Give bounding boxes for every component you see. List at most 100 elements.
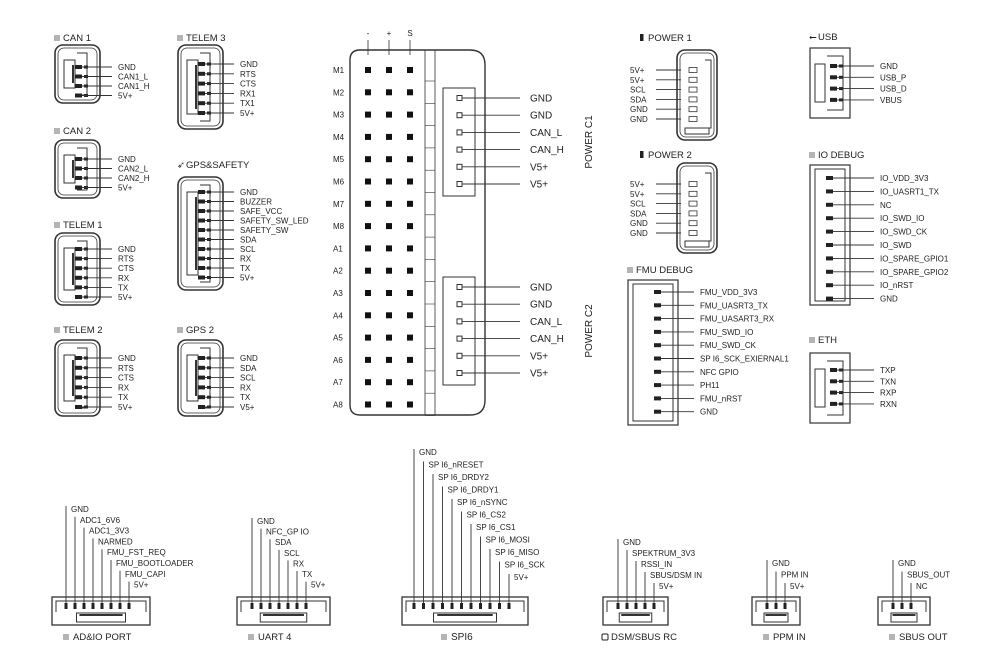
connector-title: TELEM 1 [63,220,103,231]
pin: NFC_GP IO [259,528,309,609]
rail-pin [365,401,371,408]
pin-label: SBUS_OUT [907,571,950,580]
pin-label: FMU_VDD_3V3 [700,288,758,297]
pin-label: TXN [880,377,896,386]
connector-icon [889,634,895,640]
pin-label: V5+ [530,369,548,380]
connector-body [676,162,718,254]
pin: GND [456,111,552,122]
pin: SDA [268,538,292,609]
pin-label: GND [257,517,275,526]
pin: IO_SWD_CK [826,228,928,237]
pin: RX [75,274,130,283]
pin-label: GND [880,62,898,71]
pin-label: SP I6_DRDY2 [438,473,490,482]
pin: SCL [198,374,256,383]
rail-pin [407,156,413,163]
pin: SP I6_nSYNC [450,498,508,609]
pin-label: SP I6_CS1 [476,523,516,532]
pin: FMU_UASRT3_TX [654,301,769,310]
pin-label: 5V+ [630,66,645,75]
pin: CAN2_H [75,174,150,183]
pin-label: 5V+ [630,190,645,199]
rail-pin [365,200,371,207]
rail-pin [407,245,413,252]
pin: GND [630,229,698,238]
pin-label: GND [118,354,136,363]
pin-label: PH11 [700,381,720,390]
pin: GND [630,115,698,124]
pin: SP I6_CS1 [469,523,516,609]
pin-label: RX [118,274,130,283]
pin-label: FMU_UASART3_RX [700,315,775,324]
pin-label: CTS [118,264,134,273]
connector-fmu-debug: FMU DEBUGFMU_VDD_3V3FMU_UASRT3_TXFMU_UAS… [627,265,789,426]
connector-icon [54,35,60,41]
pin-label: SDA [240,364,257,373]
rail-pin [365,334,371,341]
pin: SCL [277,549,300,609]
rail-pin [386,379,392,386]
connector-icon [248,634,254,640]
pin-label: IO_SPARE_GPIO1 [880,254,949,263]
pin-label: 5V+ [514,573,529,582]
pin-label: SP I6_MOSI [486,536,530,545]
connector-title: GPS 2 [186,325,214,336]
pin: GND [654,408,718,417]
connector-icon [54,327,60,333]
rail-pin [365,379,371,386]
pin: TXP [830,366,896,375]
pin-label: RX [240,255,252,264]
connector-body [177,176,224,291]
pin: RX1 [198,89,256,98]
pin-label: FMU_SWD_IO [700,328,753,337]
pin-label: GND [118,245,136,254]
pin-label: GND [419,448,437,457]
pin: RTS [198,70,256,79]
pin: FMU_FST_REQ [100,548,166,609]
pin-label: GND [530,283,552,294]
pin-label: CAN_H [530,334,564,345]
pin: RX [198,383,252,392]
pin-label: IO_SWD [880,241,912,250]
pin-label: CAN_L [530,317,563,328]
rail-pin [386,267,392,274]
pin-label: SDA [240,236,257,245]
connector-icon [54,128,60,134]
pin-label: NFC_GP IO [266,528,309,537]
rail-pin [365,290,371,296]
pin: 5V+ [652,582,674,609]
pin-label: GND [623,538,641,547]
pin: TX [295,570,313,609]
pin: PH11 [654,381,720,390]
rail-row-A1: A1 [333,244,435,260]
pin-label: SP I6_CS2 [467,511,507,520]
pin: RX [75,383,130,392]
pin: GND [765,559,790,609]
rail-row-label: A4 [333,311,343,320]
pin-label: GND [240,60,258,69]
pin-label: NARMED [98,537,133,546]
pin-label: V5+ [530,180,548,191]
pin: SBUS/DSM IN [643,571,702,609]
pin-label: RSSI_IN [641,560,672,569]
rail-pin [407,401,413,408]
pin-label: TXP [880,366,896,375]
pin-label: GND [71,505,89,514]
rail-row-M6: M6 [333,178,435,193]
rail-pin [386,156,392,163]
rail-pin [386,223,392,230]
pin: FMU_nRST [654,394,742,403]
connector-body [809,352,851,424]
pin-label: NC [916,582,928,591]
pin-label: SDA [275,538,292,547]
rail-pin [365,223,371,230]
pin: RX [198,255,252,264]
rail-pin [407,133,413,140]
connector-body [54,44,101,104]
pin-label: GND [118,155,136,164]
pin: SPEKTRUM_3V3 [625,549,696,609]
